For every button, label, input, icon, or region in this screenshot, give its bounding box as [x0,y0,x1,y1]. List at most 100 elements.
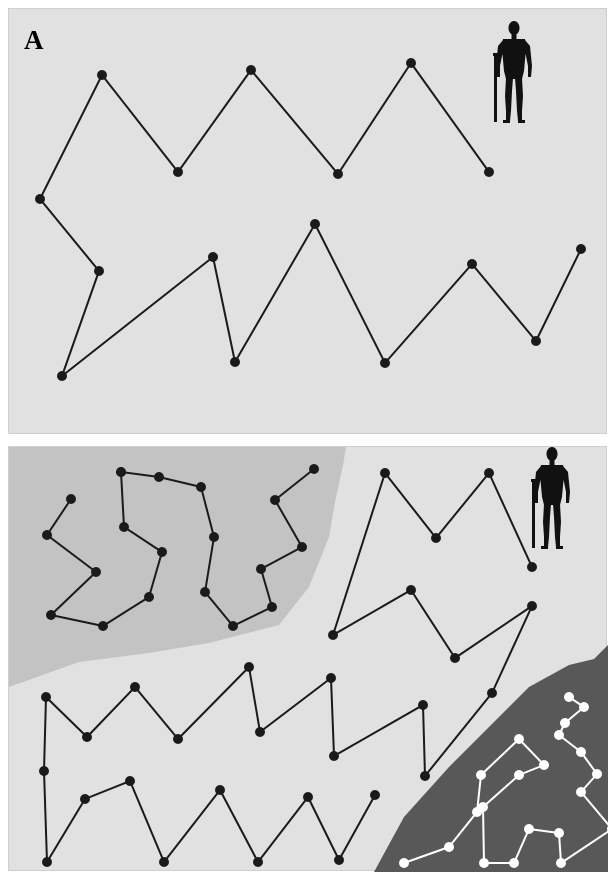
trail-b-main-segment [44,697,46,771]
trail-b-main-segment [385,473,436,538]
trail-b-main-segment [85,781,130,799]
trail-a-node [310,219,320,229]
trail-b-dark-node [592,769,602,779]
trail-b-left-node [42,530,52,540]
trail-b-main-node [159,857,169,867]
trail-b-left-node [209,532,219,542]
trail-b-dark-node [576,787,586,797]
trail-b-main-node [484,468,494,478]
trail-b-dark-node [514,734,524,744]
trail-b-main-node [255,727,265,737]
trail-a-node [94,266,104,276]
trail-b-main-node [370,790,380,800]
trail-b-main-segment [334,705,423,756]
trail-b-left-node [66,494,76,504]
trail-a-node [246,65,256,75]
trail-b-main-node [487,688,497,698]
trail-b-main-node [527,601,537,611]
trail-a-segment [251,70,338,174]
trail-b-main-node [406,585,416,595]
trail-b-left-node [116,467,126,477]
trail-b-main-node [380,468,390,478]
trail-b-main-node [253,857,263,867]
trail-b-left-node [144,592,154,602]
trail-a-segment [213,257,235,362]
trail-b-main-segment [308,797,339,860]
trail-a-node [576,244,586,254]
trail-b-main-segment [47,799,85,862]
trail-a-segment [385,264,472,363]
trail-a-node [35,194,45,204]
trail-b-dark-node [524,824,534,834]
human-figure-icon [493,21,532,123]
trail-b-main-segment [339,795,375,860]
panel-a-diagram [9,9,608,435]
trail-b-dark-node [579,702,589,712]
trail-b-dark-segment [483,807,484,863]
trail-b-main-segment [130,781,164,862]
trail-b-main-segment [331,678,334,756]
trail-b-dark-node [476,770,486,780]
trail-a-segment [338,63,411,174]
trail-b-left-node [91,567,101,577]
panel-b-diagram [9,447,608,872]
trail-b-main-node [130,682,140,692]
trail-a-node [380,358,390,368]
trail-b-left-node [297,542,307,552]
trail-a-segment [411,63,489,172]
trail-b-main-node [80,794,90,804]
trail-b-left-node [200,587,210,597]
human-figure-icon [531,447,570,549]
trail-b-dark-node [564,692,574,702]
trail-a-node [230,357,240,367]
trail-b-main-node [420,771,430,781]
trail-b-main-segment [423,705,425,776]
trail-a-node [97,70,107,80]
trail-b-main-node [173,734,183,744]
trail-a-segment [536,249,581,341]
trail-b-left-node [267,602,277,612]
trail-b-main-node [328,630,338,640]
trail-b-left-node [256,564,266,574]
trail-b-main-node [334,855,344,865]
trail-b-main-node [431,533,441,543]
trail-b-dark-node [560,718,570,728]
trail-b-main-segment [249,667,260,732]
trail-b-main-segment [411,590,455,658]
trail-b-main-segment [489,473,532,567]
trail-b-dark-node [444,842,454,852]
trail-a-segment [40,75,102,199]
trail-a-node [531,336,541,346]
trail-b-main-node [329,751,339,761]
trail-a-edges [40,63,581,376]
trail-b-main-node [418,700,428,710]
trail-b-dark-node [556,858,566,868]
trail-b-dark-node [509,858,519,868]
trail-b-left-node [309,464,319,474]
trail-b-main-node [39,766,49,776]
trail-b-main-node [125,776,135,786]
trail-b-main-segment [46,697,87,737]
trail-b-dark-node [576,747,586,757]
trail-a-segment [472,264,536,341]
trail-b-main-node [215,785,225,795]
trail-b-dark-node [479,858,489,868]
trail-a-node [484,167,494,177]
dark-gray-region [374,645,608,872]
trail-b-main-node [244,662,254,672]
trail-b-dark-node [478,802,488,812]
trail-b-main-node [303,792,313,802]
trail-a-node [467,259,477,269]
trail-b-dark-node [539,760,549,770]
trail-b-left-node [46,610,56,620]
trail-b-main-node [42,857,52,867]
trail-a-node [173,167,183,177]
trail-a-segment [178,70,251,172]
trail-b-main-segment [258,797,308,862]
trail-a-segment [62,257,213,376]
trail-b-main-node [450,653,460,663]
trail-b-left-node [119,522,129,532]
trail-b-left-node [196,482,206,492]
trail-a-node [57,371,67,381]
trail-b-left-node [270,495,280,505]
